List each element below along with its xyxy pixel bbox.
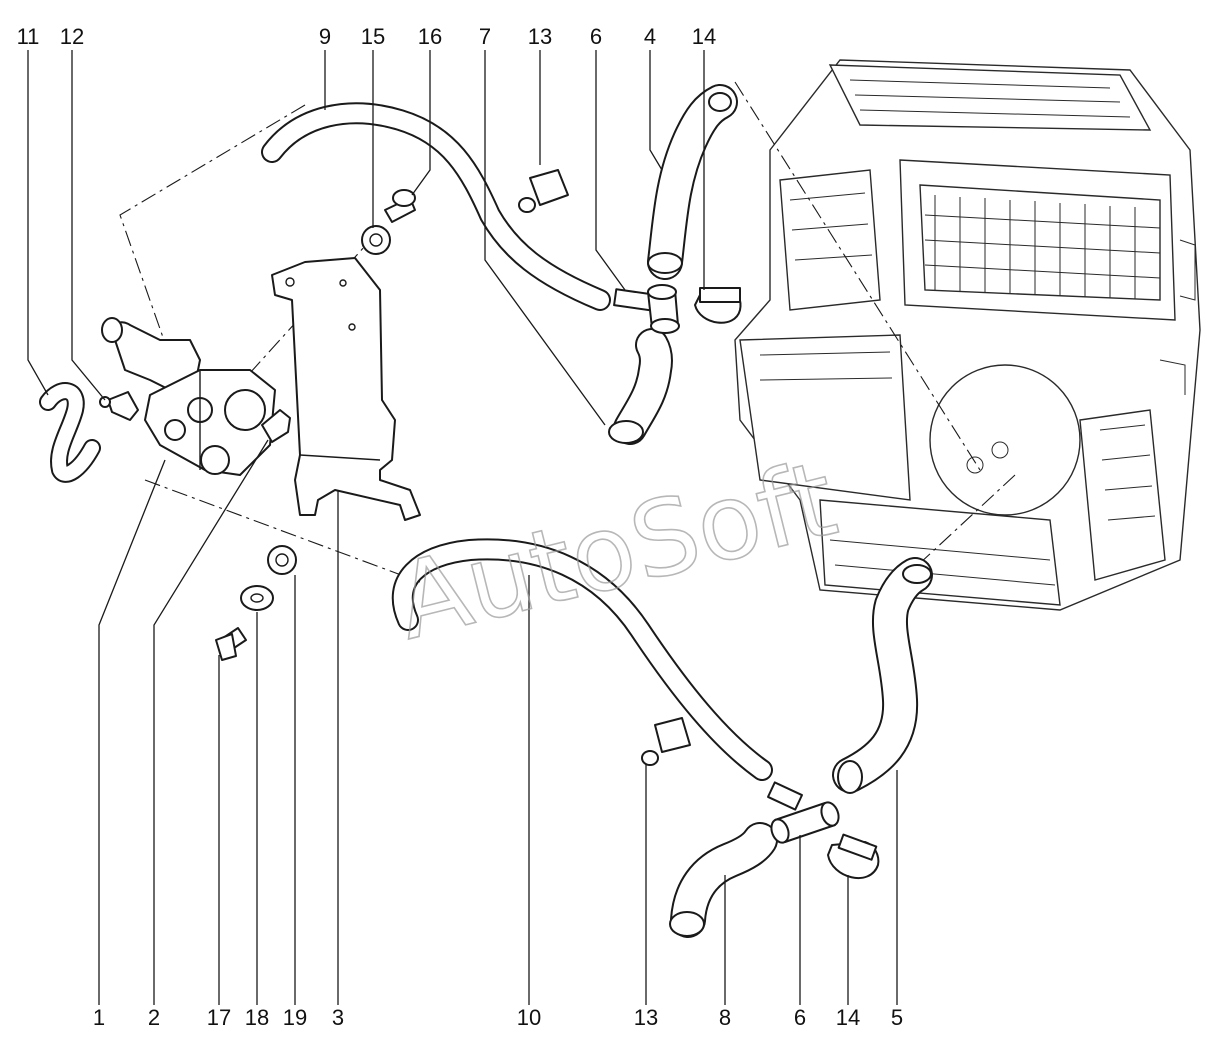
callout-3: 3 [332,1005,344,1030]
hose-5 [832,557,933,794]
callout-19: 19 [283,1005,307,1030]
washer-15 [361,225,391,255]
callout-18: 18 [245,1005,269,1030]
hose-10 [391,538,773,781]
hose-clamp-13-upper [518,169,569,213]
callout-2: 2 [148,1005,160,1030]
tee-connector-lower [767,781,840,844]
clip-12 [99,391,139,421]
callout-13-top: 13 [528,24,552,49]
callout-13-bottom: 13 [634,1005,658,1030]
bolt-17 [215,627,247,661]
mounting-bracket-3 [271,257,421,521]
tee-connector-upper [613,284,680,334]
hose-7 [608,328,673,445]
callout-4: 4 [644,24,656,49]
heater-unit-housing [734,59,1201,611]
callout-6-bottom: 6 [794,1005,806,1030]
hose-clamp-13-lower [641,717,691,766]
leader-lines [27,50,898,1005]
watermark-text: AutoSoft [384,437,847,663]
callout-14-top: 14 [692,24,716,49]
callout-11: 11 [17,24,40,49]
grommet-19 [267,545,297,575]
temperature-sensor-2 [261,409,291,443]
callout-9: 9 [319,24,331,49]
callout-7: 7 [479,24,491,49]
callout-1: 1 [93,1005,105,1030]
callout-15: 15 [361,24,385,49]
washer-18 [240,585,274,611]
hose-clamp-14-upper [694,287,742,324]
callout-17: 17 [207,1005,231,1030]
hose-4 [647,84,738,280]
hose-9 [261,102,611,311]
callout-6-top: 6 [590,24,602,49]
callout-14-bottom: 14 [836,1005,860,1030]
callouts-top: 11 12 9 15 16 7 13 6 4 14 [17,24,717,49]
callout-10: 10 [517,1005,541,1030]
heater-valve-1 [101,317,276,476]
hose-8 [669,822,778,938]
bolt-16 [384,189,416,223]
hose-clamp-14-lower [827,833,880,880]
callouts-bottom: 1 2 17 18 19 3 10 13 8 6 14 5 [93,1005,903,1030]
callout-5: 5 [891,1005,903,1030]
callout-12: 12 [60,24,84,49]
hose-11 [39,382,101,483]
callout-16: 16 [418,24,442,49]
callout-8: 8 [719,1005,731,1030]
